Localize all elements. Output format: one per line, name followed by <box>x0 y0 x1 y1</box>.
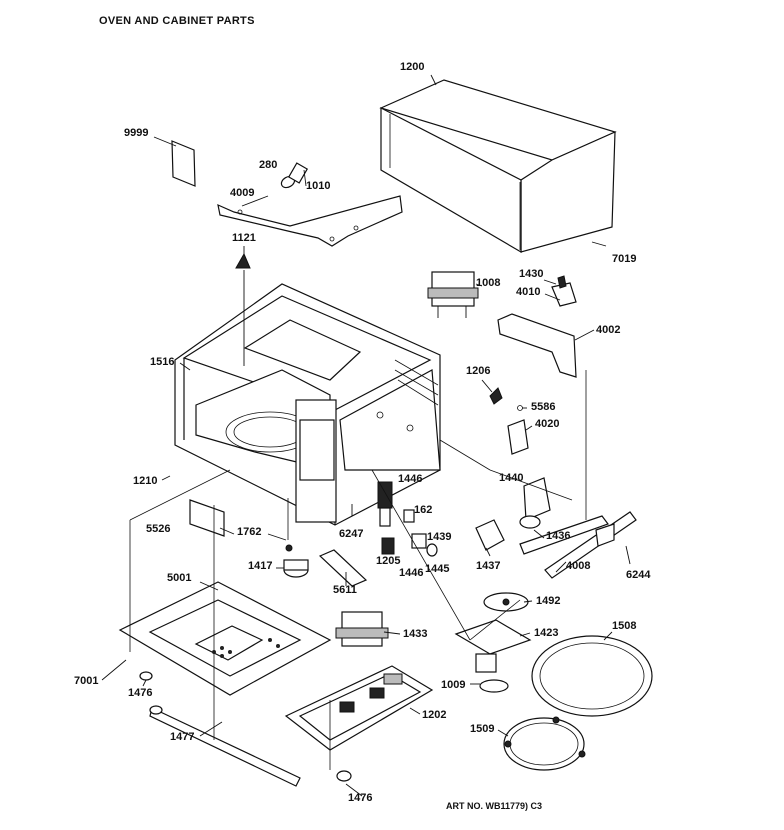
guide-lines <box>129 370 587 770</box>
part-label-1436: 1436 <box>546 530 571 542</box>
part-label-1445: 1445 <box>425 563 450 575</box>
lever-4008 <box>544 511 637 579</box>
part-label-1762: 1762 <box>237 526 262 538</box>
motor-1417 <box>283 544 309 578</box>
roller-ring-1509 <box>503 716 586 771</box>
part-label-1200: 1200 <box>400 61 425 73</box>
label-card-9999 <box>171 140 196 187</box>
part-label-5001: 5001 <box>167 572 192 584</box>
part-label-1010: 1010 <box>306 180 331 192</box>
cabinet-cover-1200 <box>379 79 617 254</box>
part-label-1446-a: 1446 <box>398 473 423 485</box>
part-label-1476-a: 1476 <box>128 687 153 699</box>
part-label-4009: 4009 <box>230 187 255 199</box>
part-label-1210: 1210 <box>133 475 158 487</box>
diagram-title: OVEN AND CABINET PARTS <box>99 15 255 27</box>
part-label-1440: 1440 <box>499 472 524 484</box>
part-label-1446-b: 1446 <box>399 567 424 579</box>
part-label-1433: 1433 <box>403 628 428 640</box>
bracket-4009 <box>217 195 403 247</box>
part-label-5611: 5611 <box>333 584 357 596</box>
label-card-5526 <box>189 499 225 537</box>
fan-1492 <box>483 592 529 612</box>
part-label-1430: 1430 <box>519 268 544 280</box>
part-label-6247: 6247 <box>339 528 364 540</box>
part-label-1423: 1423 <box>534 627 559 639</box>
part-label-1516: 1516 <box>150 356 175 368</box>
part-label-1009: 1009 <box>441 679 466 691</box>
part-label-1121: 1121 <box>232 232 256 244</box>
transformer-1008 <box>427 271 479 318</box>
part-label-4020: 4020 <box>535 418 560 430</box>
lamp-280 <box>280 162 309 189</box>
switch-cluster <box>377 481 438 557</box>
bracket-1423 <box>454 619 532 655</box>
part-label-1477: 1477 <box>170 731 195 743</box>
part-label-7001: 7001 <box>74 675 99 687</box>
part-label-1508: 1508 <box>612 620 637 632</box>
part-label-1492: 1492 <box>536 595 561 607</box>
part-1206 <box>489 387 503 405</box>
leader-lines <box>101 74 631 797</box>
part-label-1417: 1417 <box>248 560 273 572</box>
part-label-1476-b: 1476 <box>348 792 373 804</box>
glass-tray-1508 <box>531 635 653 717</box>
part-label-1205: 1205 <box>376 555 401 567</box>
part-5611 <box>318 549 368 587</box>
transformer-1433 <box>335 611 389 647</box>
part-label-5526: 5526 <box>146 523 171 535</box>
part-label-4010: 4010 <box>516 286 541 298</box>
oven-cavity <box>174 283 441 526</box>
part-4020 <box>507 405 529 455</box>
part-label-1206: 1206 <box>466 365 491 377</box>
rail-1477 <box>149 707 301 787</box>
part-label-9999: 9999 <box>124 127 149 139</box>
switch-1430 <box>551 275 577 307</box>
motor-1009 <box>475 653 509 693</box>
part-label-1008: 1008 <box>476 277 501 289</box>
part-label-162: 162 <box>414 504 433 516</box>
part-label-4008: 4008 <box>566 560 591 572</box>
part-label-4002: 4002 <box>596 324 621 336</box>
part-label-6244: 6244 <box>626 569 651 581</box>
clip-1121 <box>235 252 251 269</box>
foot-1476-a <box>139 671 163 715</box>
part-label-1439: 1439 <box>427 531 452 543</box>
interlock-assembly <box>475 477 609 555</box>
bracket-4002 <box>497 313 577 378</box>
part-label-7019: 7019 <box>612 253 637 265</box>
foot-1476-b <box>336 770 352 782</box>
part-label-1509: 1509 <box>470 723 495 735</box>
part-label-1437: 1437 <box>476 560 501 572</box>
art-number: ART NO. WB11779) C3 <box>446 801 543 811</box>
part-label-1202: 1202 <box>422 709 447 721</box>
part-label-280: 280 <box>259 159 278 171</box>
part-label-5586: 5586 <box>531 401 556 413</box>
base-plate-5001 <box>118 581 332 696</box>
